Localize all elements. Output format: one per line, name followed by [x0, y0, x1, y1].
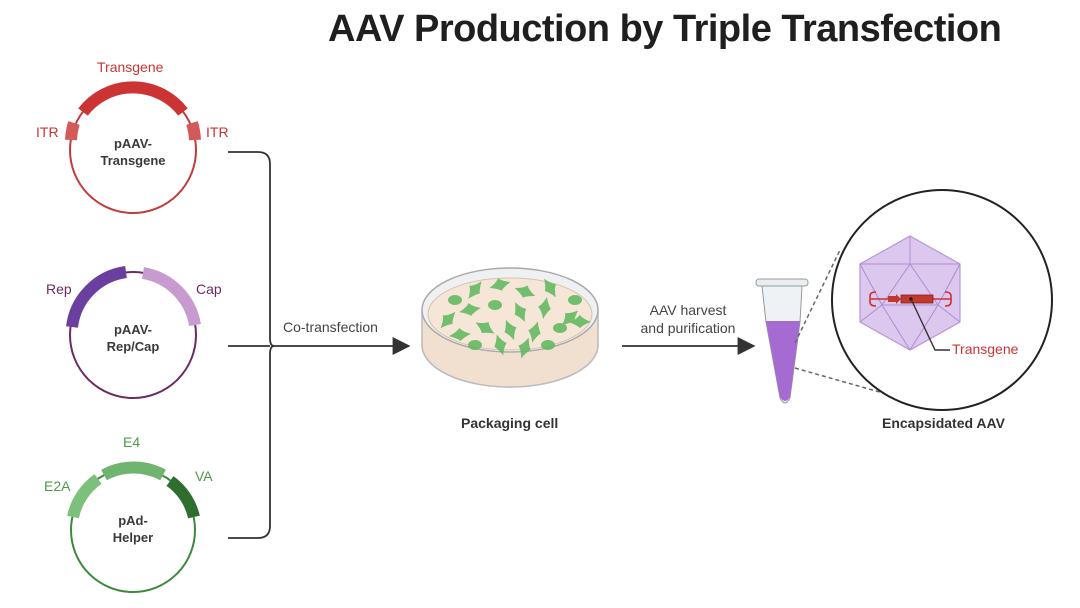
plasmid-1-name-line2: Transgene — [100, 153, 166, 168]
itr-left-segment — [65, 121, 80, 141]
harvest-label: AAV harvest and purification — [628, 301, 748, 337]
microcentrifuge-tube — [755, 278, 809, 404]
tube-liquid — [766, 321, 800, 401]
cell-mark — [553, 323, 567, 333]
cotransfection-label: Co-transfection — [283, 319, 378, 335]
zoom-line-bottom — [794, 367, 891, 396]
cell-mark — [541, 340, 555, 350]
cell-mark — [468, 281, 482, 299]
cell-mark — [449, 328, 471, 341]
cell-mark — [568, 295, 582, 305]
e2a-segment — [67, 474, 102, 519]
plasmid-pAd-helper — [67, 461, 200, 593]
cell-mark — [514, 285, 536, 298]
packaging-cell-caption: Packaging cell — [461, 415, 559, 431]
gene-label-cap: Cap — [196, 281, 222, 297]
cell-mark — [514, 302, 527, 322]
aav-capsid — [859, 235, 961, 351]
plasmid-3-name-line2: Helper — [112, 530, 154, 545]
plasmid-1-name-line1: pAAV- — [113, 136, 153, 151]
transgene-callout-label: Transgene — [952, 341, 1019, 357]
transgene-callout-line — [910, 298, 950, 351]
plasmid-2-name-line2: Rep/Cap — [106, 339, 160, 354]
cell-mark — [494, 334, 507, 356]
cell-mark — [489, 278, 511, 291]
harvest-label-line1: AAV harvest — [649, 302, 727, 318]
gene-label-itr-left: ITR — [36, 124, 59, 140]
zoom-line-top — [794, 249, 841, 344]
cell-cluster — [440, 278, 591, 359]
gene-label-transgene: Transgene — [97, 59, 164, 75]
cell-mark — [448, 295, 462, 305]
encapsidated-aav-caption: Encapsidated AAV — [882, 415, 1005, 431]
cell-mark — [440, 311, 456, 329]
plasmid-2-name-line1: pAAV- — [113, 322, 153, 337]
plasmid-pAAV-rep-cap — [66, 266, 201, 399]
page-title: AAV Production by Triple Transfection — [328, 8, 1002, 50]
transgene-segment — [78, 81, 188, 116]
plasmid-3-name-line1: pAd- — [118, 513, 148, 528]
transgene-genome — [869, 291, 952, 307]
merge-bracket — [228, 151, 275, 539]
rep-segment — [66, 266, 128, 328]
cell-mark — [528, 321, 541, 343]
gene-label-va: VA — [195, 468, 213, 484]
cell-mark — [544, 278, 556, 298]
plasmid-2-name: pAAV- Rep/Cap — [78, 321, 188, 355]
itr-right-segment — [186, 121, 201, 141]
harvest-label-line2: and purification — [640, 320, 736, 336]
plasmid-pAAV-transgene — [65, 81, 201, 214]
plasmid-1-name: pAAV- Transgene — [78, 135, 188, 169]
cell-mark — [468, 340, 482, 350]
cell-mark — [488, 300, 502, 310]
cell-mark — [475, 321, 495, 334]
cell-mark — [504, 319, 517, 341]
plasmid-3-name: pAd- Helper — [78, 512, 188, 546]
gene-label-e4: E4 — [123, 434, 141, 450]
cell-mark — [459, 303, 481, 316]
gene-label-e2a: E2A — [44, 478, 71, 494]
gene-label-itr-right: ITR — [206, 124, 229, 140]
petri-dish — [421, 267, 599, 388]
cap-segment — [141, 267, 201, 327]
gene-label-rep: Rep — [46, 281, 72, 297]
cell-mark — [518, 337, 531, 359]
e4-segment — [101, 461, 166, 481]
va-segment — [166, 476, 200, 519]
cell-mark — [569, 315, 591, 328]
cell-mark — [538, 297, 551, 319]
